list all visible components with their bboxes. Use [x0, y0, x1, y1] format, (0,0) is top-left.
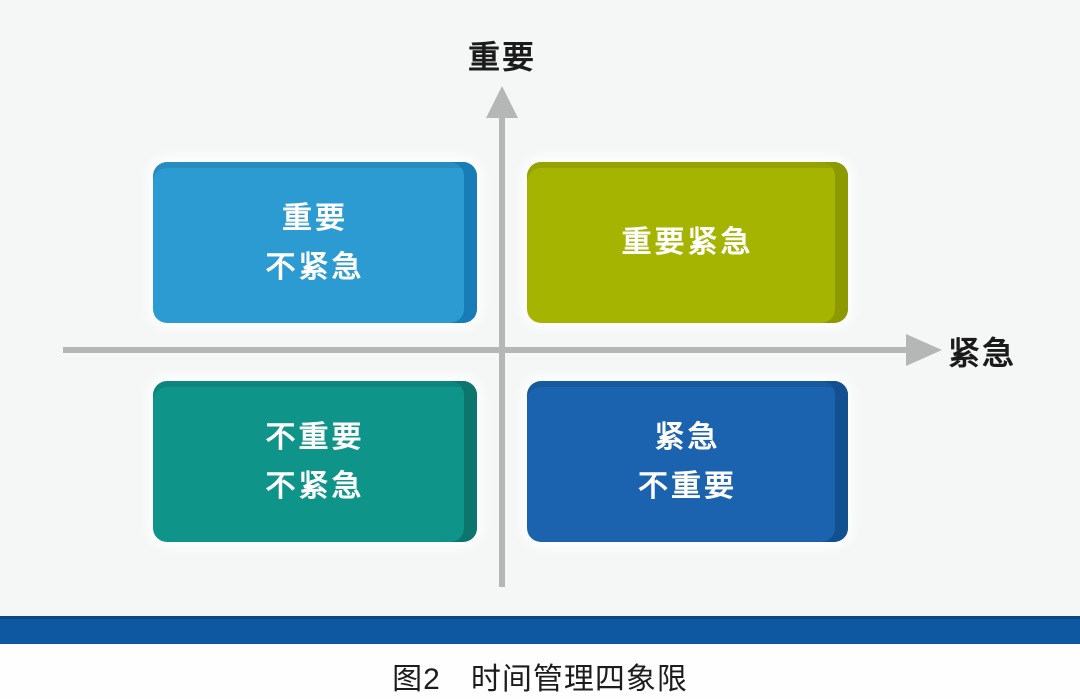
- x-axis-arrow-icon: [906, 334, 942, 366]
- divider-bar: [0, 616, 1080, 644]
- quadrant-important-not-urgent: 重要 不紧急: [153, 162, 477, 323]
- caption-background: [0, 644, 1080, 699]
- quadrant-urgent-not-important: 紧急 不重要: [527, 381, 848, 542]
- figure-caption: 图2 时间管理四象限: [0, 654, 1080, 698]
- quadrant-label-line: 重要: [282, 201, 348, 235]
- quadrant-label-line: 不紧急: [265, 469, 365, 503]
- y-axis-arrow-icon: [486, 86, 518, 118]
- quadrant-important-urgent: 重要紧急: [527, 162, 848, 323]
- quadrant-label-line: 重要紧急: [621, 226, 754, 259]
- figure-title: 时间管理四象限: [470, 663, 688, 696]
- y-axis-label: 重要: [468, 39, 537, 75]
- quadrant-label-line: 不重要: [638, 469, 737, 503]
- quadrant-label-line: 不紧急: [265, 250, 365, 284]
- x-axis-line: [63, 347, 908, 353]
- quadrant-label-line: 不重要: [265, 420, 365, 454]
- quadrant-label-line: 紧急: [654, 420, 721, 454]
- quadrant-not-important-not-urgent: 不重要 不紧急: [153, 381, 477, 542]
- figure-number: 图2: [392, 663, 441, 696]
- x-axis-label: 紧急: [948, 335, 1017, 371]
